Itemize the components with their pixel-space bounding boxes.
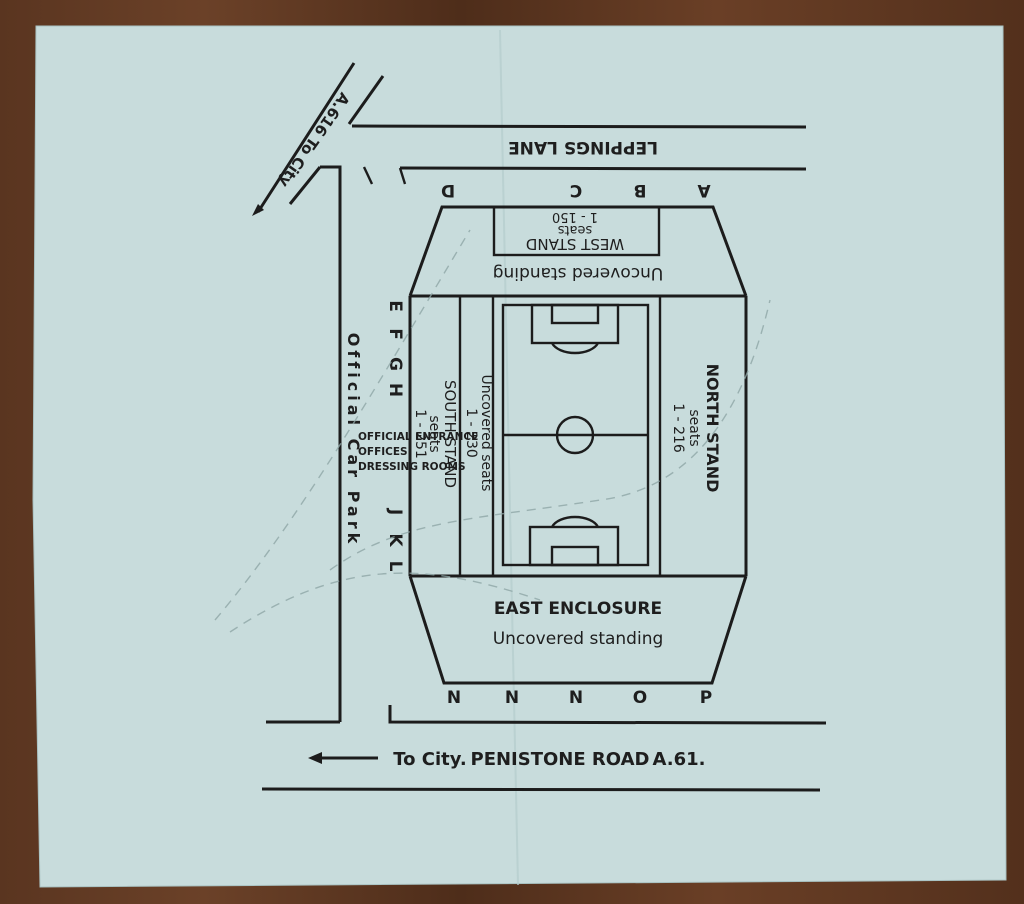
gate-n-1: N: [505, 688, 519, 708]
car-park-road: [266, 165, 407, 724]
uncovered-seats-name: Uncovered seats: [478, 375, 494, 492]
south-stand-seats-label: seats: [426, 415, 442, 452]
gate-o-3: O: [633, 688, 647, 708]
west-stand-seats-label: seats: [557, 222, 592, 237]
car-park-label: Official Car Park: [344, 333, 363, 547]
gate-d: D: [441, 180, 455, 200]
east-enclosure-name: EAST ENCLOSURE: [494, 599, 662, 619]
gate-p-4: P: [700, 688, 712, 708]
gate-l: L: [385, 561, 405, 572]
west-stand-labels: WEST STAND seats 1 - 150 Uncovered stand…: [493, 209, 664, 283]
south-stand-seats: 1 - 251: [412, 409, 428, 459]
facility-dressing-rooms: DRESSING ROOMS: [358, 461, 466, 473]
ticket-paper: [32, 25, 1007, 888]
north-stand-name: NORTH STAND: [703, 364, 722, 493]
uncovered-seats-labels: Uncovered seats 1 - 230: [463, 375, 494, 492]
a61-label: A.61.: [653, 749, 706, 770]
gate-a: A: [697, 180, 711, 200]
crease-line: [214, 229, 541, 633]
north-stand-labels: NORTH STAND seats 1 - 216: [670, 364, 722, 493]
gate-g: G: [385, 357, 405, 371]
north-stand-seats-label: seats: [686, 409, 702, 446]
gate-n-2: N: [569, 688, 583, 708]
facility-offices: OFFICES: [358, 446, 408, 458]
leppings-lane-label: LEPPINGS LANE: [508, 137, 658, 157]
gate-f: F: [385, 328, 405, 340]
gate-n-0: N: [447, 688, 461, 708]
north-stand-seats: 1 - 216: [670, 403, 686, 453]
facility-official-entrance: OFFICIAL ENTRANCE: [358, 431, 478, 443]
to-city-label: To City.: [393, 749, 466, 770]
west-stand-name: WEST STAND: [526, 235, 624, 253]
fold-crease: [499, 29, 519, 886]
penistone-road: [261, 705, 827, 792]
crease-line-2: [329, 299, 771, 571]
gate-e: E: [385, 300, 405, 312]
gate-b: B: [634, 180, 647, 200]
uncovered-seats-range: 1 - 230: [463, 408, 479, 458]
west-stand-box: [492, 205, 661, 257]
penistone-road-label: PENISTONE ROAD: [471, 749, 650, 770]
facility-labels: OFFICIAL ENTRANCE OFFICES DRESSING ROOMS: [358, 431, 478, 473]
gate-h: H: [385, 383, 405, 397]
east-standing-label: Uncovered standing: [493, 629, 664, 649]
west-stand-seats: 1 - 150: [552, 209, 598, 224]
gate-c: C: [570, 180, 582, 200]
west-standing-label: Uncovered standing: [493, 263, 664, 283]
leppings-lane-road: [351, 124, 807, 171]
pitch: [501, 303, 650, 567]
south-stand-labels: SOUTH STAND seats 1 - 251: [412, 380, 459, 488]
east-enclosure-labels: EAST ENCLOSURE Uncovered standing: [493, 599, 664, 649]
gates-west: A B C D: [441, 180, 711, 200]
gates-south: E F GH J K L: [385, 300, 405, 571]
a616-road: [252, 62, 385, 216]
gate-k: K: [385, 533, 405, 547]
gate-j: J: [385, 508, 405, 515]
south-stand-name: SOUTH STAND: [441, 380, 459, 488]
